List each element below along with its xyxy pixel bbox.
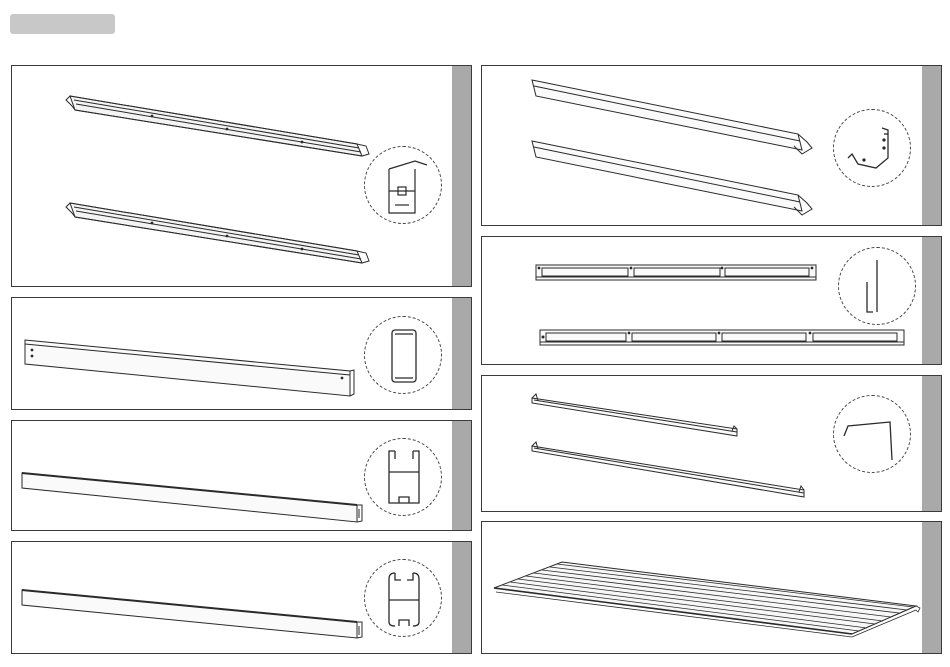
- angle-bracket-profile-icon: [834, 396, 912, 474]
- section-header-tab: [10, 14, 115, 34]
- panel-slotted-bar: [481, 236, 942, 365]
- box-beam-profile-icon: [365, 317, 443, 395]
- split-channel-profile-icon: [365, 560, 443, 638]
- angle-bracket-profile-detail: [833, 395, 911, 473]
- slotted-bar-profile-icon: [839, 248, 917, 326]
- c-channel-profile-detail: [364, 438, 442, 516]
- panel-corrugated-sheet: [481, 521, 942, 654]
- split-channel-profile-detail: [364, 559, 442, 637]
- eave-channel-profile-detail: [364, 146, 442, 224]
- box-beam-profile-detail: [364, 316, 442, 394]
- corrugated-sheet-drawing: [482, 522, 942, 654]
- panel-box-beam: [11, 297, 472, 410]
- panel-angle-bracket: [481, 375, 942, 512]
- slotted-bar-profile-detail: [838, 247, 916, 325]
- panel-eave-channel: [11, 65, 472, 287]
- panel-c-channel-beam: [11, 420, 472, 531]
- panel-split-channel-beam: [11, 541, 472, 654]
- c-channel-profile-icon: [365, 439, 443, 517]
- eave-channel-profile-icon: [365, 147, 443, 225]
- gutter-profile-detail: [833, 109, 911, 187]
- gutter-profile-icon: [834, 110, 912, 188]
- panel-gutter-rail: [481, 65, 942, 226]
